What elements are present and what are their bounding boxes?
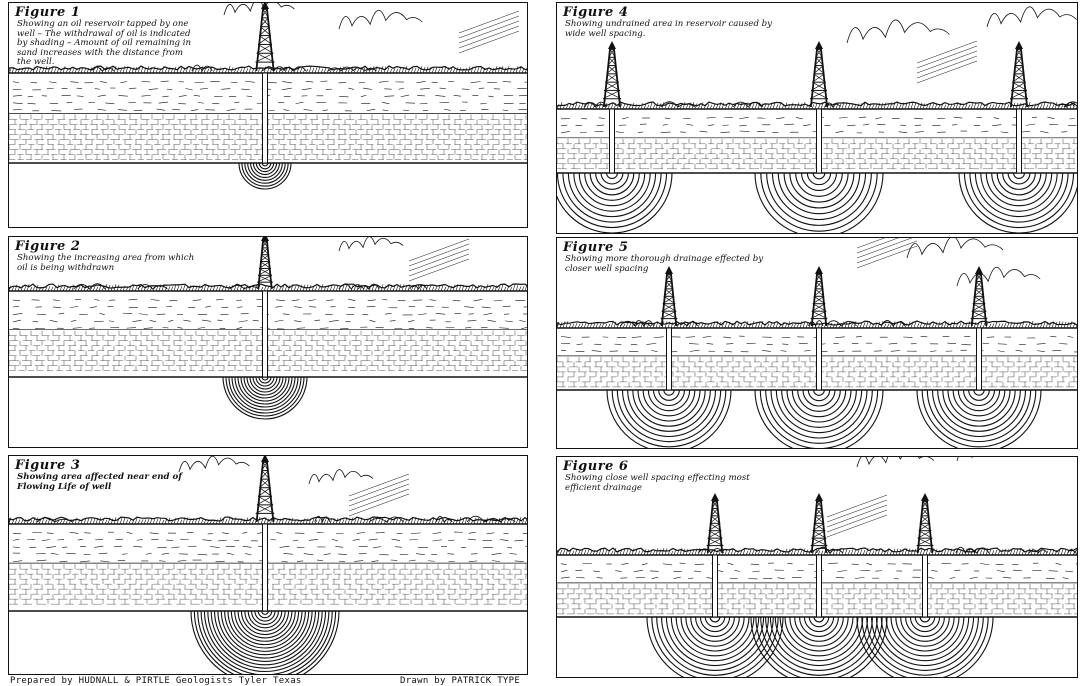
well-casing <box>816 108 822 174</box>
ground-surface <box>557 101 1077 110</box>
figure-5-title: Figure 5 <box>563 240 629 255</box>
figure-2-title: Figure 2 <box>15 239 81 254</box>
cloud <box>856 457 935 468</box>
drainage-area <box>557 172 673 233</box>
oil-derrick <box>255 3 275 72</box>
drainage-area <box>856 616 994 677</box>
oil-derrick <box>706 493 724 554</box>
rock-strata <box>9 531 527 612</box>
figure-4-title: Figure 4 <box>563 5 629 20</box>
ground-surface <box>9 64 527 74</box>
ground-surface <box>557 546 1077 556</box>
well-casing <box>609 108 615 174</box>
drainage-area <box>222 376 308 420</box>
figure-1-panel: Figure 1 Showing an oil reservoir tapped… <box>8 2 528 228</box>
figure-6-drawing <box>557 457 1077 677</box>
drainage-area <box>606 389 732 448</box>
oil-derrick <box>660 266 678 327</box>
sun-rays <box>348 473 410 517</box>
drainage-area <box>750 616 888 677</box>
well-casing <box>816 327 822 391</box>
drainage-area <box>238 162 292 190</box>
sun-rays <box>408 238 470 282</box>
oil-derrick <box>257 237 273 290</box>
well-casing <box>262 72 268 164</box>
figure-2-panel: Figure 2 Showing the increasing area fro… <box>8 236 528 448</box>
ground-surface <box>9 515 527 525</box>
drainage-area <box>754 172 884 233</box>
figure-1-drawing <box>9 3 527 190</box>
figure-6-caption: Showing close well spacing effecting mos… <box>565 473 750 493</box>
cloud <box>308 469 374 485</box>
sun-rays <box>826 494 888 538</box>
cloud <box>956 266 1041 287</box>
oil-derrick <box>970 266 988 327</box>
figure-3-title: Figure 3 <box>15 458 81 473</box>
cloud <box>338 237 404 252</box>
figure-2-drawing <box>9 237 527 420</box>
figure-4-panel: Figure 4 Showing undrained area in reser… <box>556 2 1078 234</box>
sun-rays <box>856 238 918 269</box>
well-casing <box>922 554 928 618</box>
cloud <box>956 457 973 462</box>
well-casing <box>1016 108 1022 174</box>
footer-credit-right: Drawn by PATRICK TYPE <box>400 676 521 686</box>
cloud <box>338 9 423 30</box>
sun-rays <box>458 10 520 54</box>
figure-6-title: Figure 6 <box>563 459 629 474</box>
cloud <box>223 3 295 16</box>
oil-derrick <box>810 266 828 327</box>
rock-strata <box>9 298 527 378</box>
figure-6-panel: Figure 6 Showing close well spacing effe… <box>556 456 1078 678</box>
figure-1-title: Figure 1 <box>15 5 81 20</box>
figure-5-caption: Showing more thorough drainage effected … <box>565 254 764 274</box>
figure-4-caption: Showing undrained area in reservoir caus… <box>565 19 773 39</box>
ground-surface <box>557 320 1077 329</box>
well-casing <box>976 327 982 391</box>
drainage-area <box>958 172 1077 233</box>
drainage-area <box>190 610 340 674</box>
oil-derrick <box>810 493 828 554</box>
well-casing <box>816 554 822 618</box>
figure-4-drawing <box>557 6 1077 233</box>
figure-3-drawing <box>9 456 527 674</box>
cloud <box>906 238 1004 259</box>
cloud <box>846 19 950 44</box>
well-casing <box>262 290 268 378</box>
drainage-area <box>916 389 1042 448</box>
figure-5-drawing <box>557 238 1077 448</box>
ground-surface <box>9 283 527 292</box>
well-casing <box>712 554 718 618</box>
sun-rays <box>916 40 978 84</box>
oil-derrick <box>809 41 829 108</box>
cloud <box>986 6 1077 28</box>
cloud <box>178 456 250 473</box>
footer-credit-left: Prepared by HUDNALL & PIRTLE Geologists … <box>10 676 302 686</box>
oil-derrick <box>255 456 275 523</box>
figure-5-panel: Figure 5 Showing more thorough drainage … <box>556 237 1078 449</box>
drainage-area <box>754 389 884 448</box>
figure-3-panel: Figure 3 Showing area affected near end … <box>8 455 528 675</box>
well-casing <box>262 523 268 612</box>
oil-derrick <box>602 41 622 108</box>
well-casing <box>666 327 672 391</box>
drainage-area <box>646 616 784 677</box>
oil-derrick <box>916 493 934 554</box>
oil-derrick <box>1009 41 1029 108</box>
rock-strata <box>9 80 527 164</box>
